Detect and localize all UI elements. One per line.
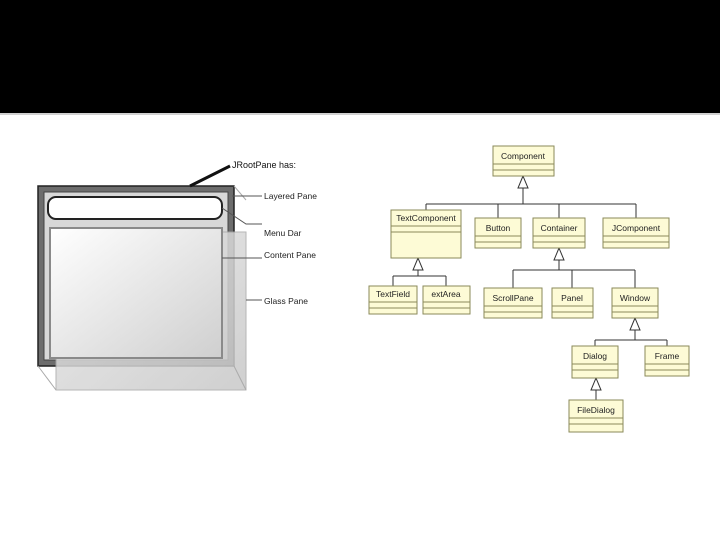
class-hierarchy — [392, 174, 668, 400]
inheritance-arrow — [412, 256, 424, 271]
class-dialog: Dialog — [571, 345, 619, 379]
inheritance-arrow — [553, 246, 565, 261]
svg-text:Frame: Frame — [655, 351, 680, 361]
title-divider — [0, 113, 720, 115]
class-scrollpane: ScrollPane — [483, 287, 543, 319]
class-panel: Panel — [551, 287, 594, 319]
class-window: Window — [611, 287, 659, 319]
class-textcomponent: TextComponent — [390, 209, 462, 259]
inheritance-arrow — [629, 316, 641, 331]
menu-pointer — [221, 207, 262, 225]
glass-pane-label: Glass Pane — [264, 296, 308, 306]
svg-text:Window: Window — [620, 293, 651, 303]
root-pane-heading: JRootPane has: — [232, 160, 296, 170]
svg-text:Panel: Panel — [561, 293, 583, 303]
inheritance-arrow — [590, 376, 602, 391]
svg-text:TextField: TextField — [376, 289, 410, 299]
menu-bar-shape — [47, 196, 223, 220]
class-textfield: TextField — [368, 285, 418, 315]
class-textarea: extArea — [422, 285, 471, 315]
class-filedialog: FileDialog — [568, 399, 624, 433]
svg-text:ScrollPane: ScrollPane — [492, 293, 533, 303]
slide-title-bar — [0, 0, 720, 113]
svg-text:extArea: extArea — [431, 289, 461, 299]
menu-bar-label: Menu Dar — [264, 228, 301, 238]
heading-pointer — [189, 164, 231, 188]
svg-text:FileDialog: FileDialog — [577, 405, 615, 415]
perspective-line — [233, 185, 247, 201]
content-pane-shape — [49, 227, 223, 359]
content-pane-label: Content Pane — [264, 250, 316, 260]
inheritance-arrow — [517, 174, 529, 189]
svg-text:TextComponent: TextComponent — [396, 213, 456, 223]
layered-pane-label: Layered Pane — [264, 191, 317, 201]
svg-text:JComponent: JComponent — [612, 223, 661, 233]
svg-text:Container: Container — [541, 223, 578, 233]
class-jcomponent: JComponent — [602, 217, 670, 249]
svg-text:Component: Component — [501, 151, 546, 161]
perspective-line — [233, 365, 247, 391]
class-boxes: Component TextComponent Button Container — [368, 145, 690, 433]
class-button: Button — [474, 217, 522, 249]
svg-text:Button: Button — [486, 223, 511, 233]
perspective-line — [37, 365, 57, 391]
class-component: Component — [492, 145, 555, 177]
class-container: Container — [532, 217, 586, 249]
class-frame: Frame — [644, 345, 690, 377]
root-pane-illustration: JRootPane has: Layered Pane Menu Dar Con… — [37, 160, 317, 391]
svg-text:Dialog: Dialog — [583, 351, 607, 361]
